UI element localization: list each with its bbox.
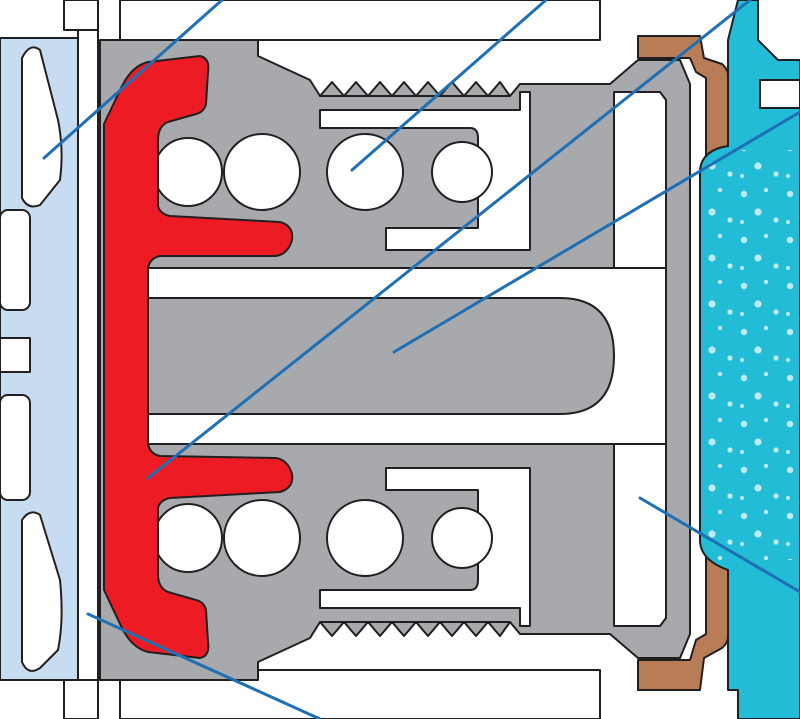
coolant-divider (759, 79, 800, 109)
left-blade-upper (21, 46, 63, 208)
ball-lower-3 (326, 499, 404, 577)
left-frame-bottom-tab (63, 679, 99, 719)
ball-lower-2 (223, 499, 301, 577)
left-frame-top-tab (63, 0, 99, 31)
left-bushing (0, 337, 31, 373)
thread-upper (319, 81, 511, 97)
red-seal (103, 55, 294, 659)
leader-line-6 (86, 612, 322, 719)
left-slot-upper (0, 209, 31, 311)
central-piston (145, 297, 615, 415)
edge-blocks (119, 0, 601, 719)
ball-lower-4 (431, 507, 493, 569)
ball-upper-1 (153, 137, 223, 207)
upper-cavity (319, 91, 531, 251)
ball-upper-4 (431, 141, 493, 203)
left-panel (0, 0, 99, 719)
leader-line-5 (638, 496, 800, 594)
ball-bearings (153, 133, 493, 577)
leader-line-2 (350, 0, 548, 172)
left-blade-lower (21, 511, 63, 672)
thread-lower (319, 621, 511, 637)
leader-lines (42, 0, 800, 719)
left-frame-bar (77, 0, 99, 719)
leader-line-3 (146, 0, 752, 480)
ball-lower-1 (153, 503, 223, 573)
left-slot-lower (0, 394, 31, 501)
top-white-lip (119, 0, 601, 41)
ball-upper-3 (326, 133, 404, 211)
leader-line-4 (392, 110, 800, 354)
coolant-bubbles (704, 150, 800, 560)
lower-cavity (319, 467, 531, 627)
ball-upper-2 (223, 133, 301, 211)
leader-line-1 (42, 0, 224, 160)
